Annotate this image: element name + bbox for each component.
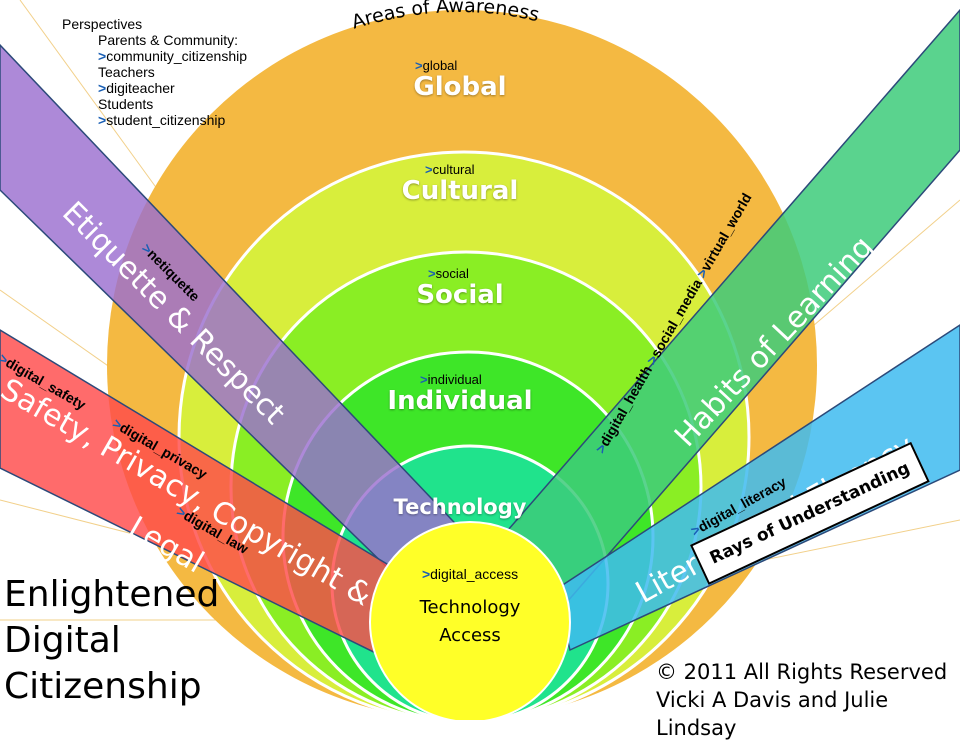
ring-handle[interactable]: >individual: [420, 372, 482, 387]
perspectives-legend: Perspectives Parents & Community: >commu…: [62, 16, 247, 128]
arrow-icon: >: [98, 112, 107, 128]
perspective-link[interactable]: >student_citizenship: [62, 112, 247, 128]
perspectives-heading: Perspectives: [62, 16, 143, 32]
perspective-group: Teachers: [98, 64, 155, 80]
core-line2: Access: [439, 625, 501, 646]
beam-literacy: [554, 324, 960, 652]
diagram-canvas: Areas of Awareness: [0, 0, 960, 720]
ring-label-technology: Technology: [393, 495, 527, 519]
arrow-icon: >: [98, 80, 107, 96]
perspective-group: Students: [98, 96, 154, 112]
perspective-link[interactable]: >digiteacher: [62, 80, 247, 96]
core-circle: [369, 521, 571, 720]
handle-text: student_citizenship: [106, 112, 226, 128]
ring-handle[interactable]: >social: [428, 266, 469, 281]
handle-text: community_citizenship: [106, 48, 248, 64]
ring-handle[interactable]: >cultural: [425, 162, 475, 177]
core-label: >digital_access Technology Access: [370, 560, 570, 650]
perspective-link[interactable]: >community_citizenship: [62, 48, 247, 64]
core-line1: Technology: [419, 597, 521, 618]
handle-text: digiteacher: [106, 80, 175, 96]
ring-handle[interactable]: >global: [415, 58, 458, 73]
perspective-group: Parents & Community:: [98, 32, 239, 48]
core-handle[interactable]: >digital_access: [421, 566, 519, 582]
arrow-icon: >: [98, 48, 107, 64]
